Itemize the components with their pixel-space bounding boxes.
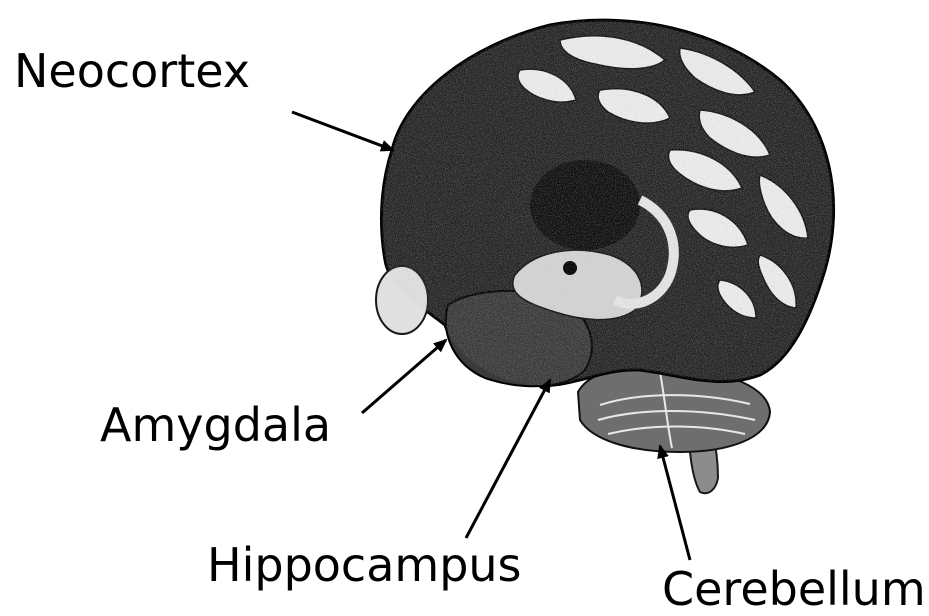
amygdala-arrow (362, 340, 446, 413)
hippocampus-label: Hippocampus (207, 542, 522, 588)
cerebellum-label: Cerebellum (662, 566, 926, 612)
neocortex-arrow (292, 112, 393, 150)
neocortex-label: Neocortex (14, 48, 250, 94)
hippocampus-arrow (466, 380, 550, 538)
amygdala-label: Amygdala (100, 402, 331, 448)
cerebellum-arrow (660, 446, 690, 560)
